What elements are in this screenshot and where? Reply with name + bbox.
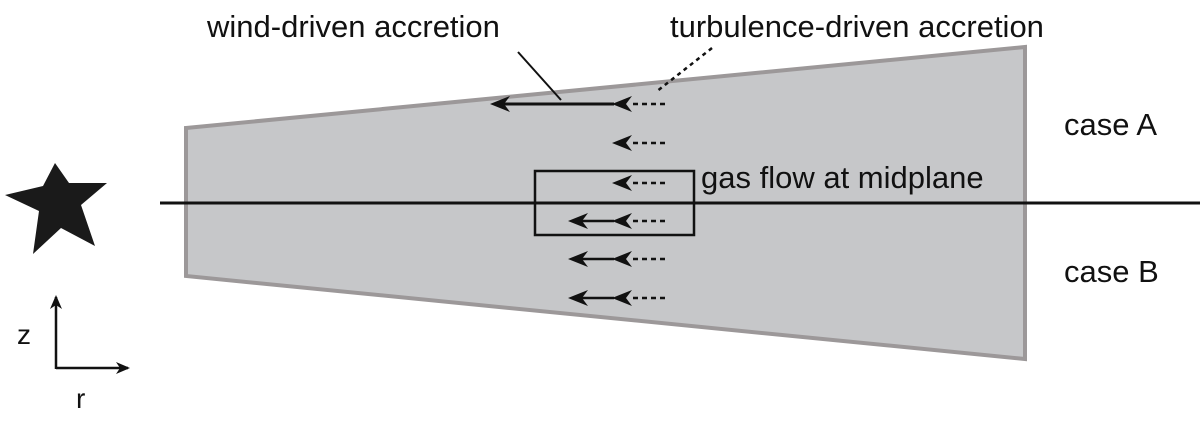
turbulence-leader-line (655, 47, 713, 93)
axis-z-label: z (17, 319, 31, 350)
wind-arrowhead (568, 213, 588, 229)
turbulence-arrowhead (612, 96, 632, 112)
wind-arrowhead (568, 251, 588, 267)
star-icon (5, 163, 107, 254)
wind-arrowhead (568, 290, 588, 306)
wind-leader-line (517, 51, 562, 101)
turbulence-driven-label: turbulence-driven accretion (670, 9, 1044, 44)
turbulence-arrowhead (612, 290, 632, 306)
wind-arrowhead (490, 96, 510, 112)
turbulence-arrowhead (612, 175, 632, 191)
midplane-box (533, 169, 696, 237)
flow-arrows (490, 96, 665, 306)
midplane-flow-label: gas flow at midplane (701, 160, 984, 195)
axis-r-label: r (76, 383, 85, 414)
turbulence-arrowhead (612, 213, 632, 229)
case-a-label: case A (1064, 107, 1157, 142)
coordinate-axes: z r (17, 295, 130, 414)
wind-driven-label: wind-driven accretion (206, 9, 500, 44)
turbulence-arrowhead (612, 251, 632, 267)
turbulence-arrowhead (612, 135, 632, 151)
case-b-label: case B (1064, 254, 1159, 289)
